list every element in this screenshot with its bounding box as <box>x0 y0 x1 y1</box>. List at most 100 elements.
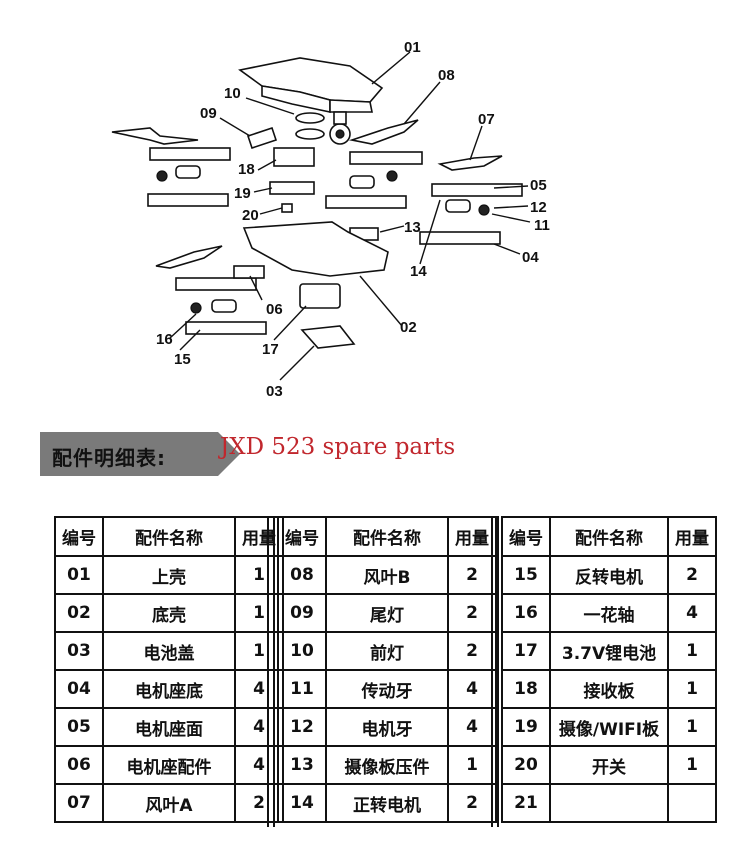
quantity-cell: 1 <box>234 593 284 633</box>
callout-08: 08 <box>438 67 455 84</box>
callout-03: 03 <box>266 383 283 400</box>
part-number-cell: 21 <box>501 783 551 823</box>
table-header-row: 编号 配件名称 用量 <box>54 516 284 557</box>
english-title: JXD 523 spare parts <box>220 434 456 460</box>
quantity-cell: 2 <box>667 555 717 595</box>
part-name-cell: 传动牙 <box>325 669 449 709</box>
header-num: 编号 <box>54 516 104 557</box>
part-number-cell: 04 <box>54 669 104 709</box>
parts-list-title: 配件明细表: <box>52 446 166 470</box>
quantity-cell: 4 <box>447 707 497 747</box>
callout-01: 01 <box>404 39 421 56</box>
part-number-cell: 01 <box>54 555 104 595</box>
table-row: 21 <box>501 783 717 823</box>
header-name: 配件名称 <box>549 516 669 557</box>
motor-mount-accessory-part <box>233 265 265 279</box>
motor-mount-8 <box>185 321 267 335</box>
part-name-cell: 底壳 <box>102 593 236 633</box>
header-num: 编号 <box>501 516 551 557</box>
part-number-cell: 14 <box>277 783 327 823</box>
header-qty: 用量 <box>667 516 717 557</box>
front-light-part <box>295 112 325 124</box>
tail-light-part <box>246 126 278 150</box>
callout-18: 18 <box>238 161 255 178</box>
motor-3 <box>445 199 471 213</box>
quantity-cell: 2 <box>447 555 497 595</box>
part-name-cell: 尾灯 <box>325 593 449 633</box>
motor-mount-1 <box>149 147 231 161</box>
top-shell-part <box>238 57 384 113</box>
callout-14: 14 <box>410 263 427 280</box>
quantity-cell: 4 <box>234 707 284 747</box>
callout-10: 10 <box>224 85 241 102</box>
part-number-cell: 11 <box>277 669 327 709</box>
part-number-cell: 02 <box>54 593 104 633</box>
part-name-cell: 反转电机 <box>549 555 669 595</box>
part-number-cell: 09 <box>277 593 327 633</box>
part-number-cell: 13 <box>277 745 327 785</box>
part-number-cell: 07 <box>54 783 104 823</box>
part-name-cell: 电机座面 <box>102 707 236 747</box>
header-qty: 用量 <box>234 516 284 557</box>
quantity-cell: 2 <box>447 783 497 823</box>
header-name: 配件名称 <box>325 516 449 557</box>
part-name-cell: 摄像板压件 <box>325 745 449 785</box>
motor-mount-4 <box>325 195 407 209</box>
part-name-cell: 电机座配件 <box>102 745 236 785</box>
camera-wifi-board-part <box>269 181 315 195</box>
part-number-cell: 12 <box>277 707 327 747</box>
part-name-cell <box>549 783 669 823</box>
motor-mount-6 <box>419 231 501 245</box>
header-num: 编号 <box>277 516 327 557</box>
callout-04: 04 <box>522 249 539 266</box>
column-separator <box>267 516 275 827</box>
leader-lines <box>169 51 531 381</box>
battery-part <box>299 283 341 309</box>
part-name-cell: 电机牙 <box>325 707 449 747</box>
propeller-left-bottom <box>155 245 223 269</box>
part-name-cell: 风叶A <box>102 783 236 823</box>
propeller-b-part <box>348 119 419 145</box>
callout-15: 15 <box>174 351 191 368</box>
quantity-cell: 4 <box>234 669 284 709</box>
receiver-board-part <box>273 147 315 167</box>
callout-16: 16 <box>156 331 173 348</box>
part-number-cell: 03 <box>54 631 104 671</box>
part-number-cell: 15 <box>501 555 551 595</box>
callout-06: 06 <box>266 301 283 318</box>
callout-09: 09 <box>200 105 217 122</box>
part-name-cell: 开关 <box>549 745 669 785</box>
quantity-cell: 1 <box>234 631 284 671</box>
part-name-cell: 电池盖 <box>102 631 236 671</box>
part-name-cell: 接收板 <box>549 669 669 709</box>
part-number-cell: 19 <box>501 707 551 747</box>
callout-07: 07 <box>478 111 495 128</box>
part-name-cell: 摄像/WIFI板 <box>549 707 669 747</box>
callout-12: 12 <box>530 199 547 216</box>
part-name-cell: 电机座底 <box>102 669 236 709</box>
part-name-cell: 正转电机 <box>325 783 449 823</box>
callout-11: 11 <box>534 217 550 234</box>
part-number-cell: 17 <box>501 631 551 671</box>
exploded-parts-diagram: 01 02 03 04 05 06 07 08 09 10 11 12 13 1… <box>111 39 550 400</box>
quantity-cell: 2 <box>447 593 497 633</box>
callout-17: 17 <box>262 341 279 358</box>
motor-4 <box>211 299 237 313</box>
motor-mount-7 <box>175 277 257 291</box>
part-number-cell: 08 <box>277 555 327 595</box>
table-header-row: 编号 配件名称 用量 <box>501 516 717 557</box>
